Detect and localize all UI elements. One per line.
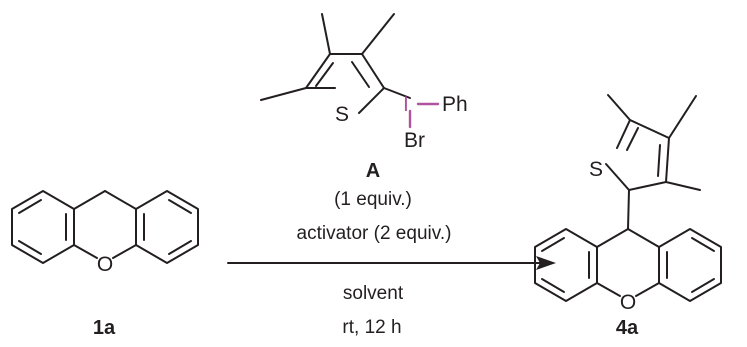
aromatic-double-bond xyxy=(168,199,192,214)
thiophene-bond xyxy=(361,53,385,89)
phenyl-label: Ph xyxy=(442,93,468,116)
product-structure: S O xyxy=(534,94,722,314)
xanthene-structure: O xyxy=(11,190,199,276)
aromatic-double-bond xyxy=(18,240,42,255)
aromatic-double-bond xyxy=(168,240,192,255)
reaction-arrow xyxy=(227,256,556,270)
oxygen-atom: O xyxy=(97,253,113,276)
c-c-bond xyxy=(627,189,630,230)
sulfur-atom: S xyxy=(335,103,349,126)
aromatic-double-bond xyxy=(541,278,565,293)
reagent-label: A xyxy=(366,160,380,182)
c-o-bond xyxy=(73,244,98,259)
activator-condition: activator (2 equiv.) xyxy=(297,223,452,244)
reagent-amount: (1 equiv.) xyxy=(334,189,412,210)
bromine-atom: Br xyxy=(404,129,425,152)
product-label: 4a xyxy=(616,317,639,339)
c-o-bond xyxy=(112,244,137,259)
thiophene-bond xyxy=(616,119,631,149)
product-oxygen-atom: O xyxy=(620,291,636,314)
thiophene-bond xyxy=(628,181,667,191)
methyl-bond xyxy=(665,181,701,191)
product-sulfur-atom: S xyxy=(589,158,603,181)
starting-material-label: 1a xyxy=(93,317,116,339)
thiophene-bond xyxy=(358,87,385,114)
thiophene-double-bond xyxy=(315,62,334,87)
c-o-bond xyxy=(596,282,621,297)
temperature-time-condition: rt, 12 h xyxy=(342,317,401,338)
aromatic-double-bond xyxy=(691,278,715,293)
right-benzene-ring xyxy=(135,190,199,264)
methylene-bond xyxy=(73,190,106,210)
reagent-a-structure: S I Ph Br xyxy=(260,13,468,152)
left-benzene-ring xyxy=(11,190,75,264)
aromatic-double-bond xyxy=(541,237,565,252)
methyl-bond xyxy=(607,94,631,121)
methyl-bond xyxy=(260,87,307,101)
methyl-bond xyxy=(668,95,697,139)
thiophene-double-bond xyxy=(351,61,370,88)
thiophene-double-bond xyxy=(657,144,661,177)
thiophene-bond xyxy=(629,119,670,139)
c-o-bond xyxy=(635,282,660,297)
methyl-bond xyxy=(361,13,395,55)
solvent-condition: solvent xyxy=(343,283,404,304)
c-i-bond xyxy=(383,87,411,99)
thiophene-bond xyxy=(665,137,670,183)
product-right-benzene-ring xyxy=(658,228,722,302)
arrow-head xyxy=(536,256,556,270)
methyl-bond xyxy=(321,13,331,55)
thiophene-bond xyxy=(305,53,331,89)
aromatic-double-bond xyxy=(691,237,715,252)
thiophene-bond xyxy=(605,163,630,191)
thiophene-double-bond xyxy=(626,127,639,151)
c9-bond xyxy=(596,228,629,248)
iodine-atom: I xyxy=(403,93,409,116)
c9-bond xyxy=(627,228,660,248)
methylene-bond xyxy=(104,190,137,210)
aromatic-double-bond xyxy=(18,199,42,214)
